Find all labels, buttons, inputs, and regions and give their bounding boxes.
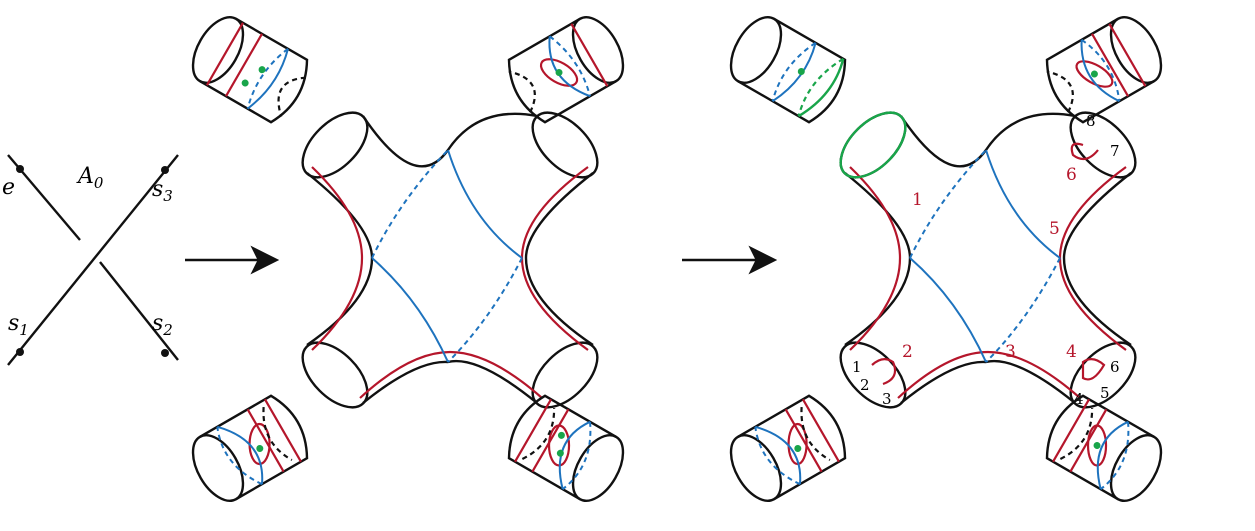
middle-cylinder-top-right: [499, 7, 635, 129]
endpoint-e-dot: [16, 165, 24, 173]
right-sphere: 1 2 3 4 5 6 1 2 3 4 5 6 7 8: [827, 99, 1149, 421]
right-cylinder-top-left: [719, 7, 855, 129]
boundary-number: 5: [1100, 384, 1110, 402]
boundary-number: 7: [1110, 142, 1120, 160]
crossing-diagram: A0 e s3 s1 s2: [2, 154, 179, 366]
strand-over: [7, 154, 179, 366]
puncture-dot: [258, 66, 266, 74]
red-label-2: 2: [902, 342, 913, 362]
puncture-dot: [1093, 442, 1101, 449]
endpoint-s3-dot: [161, 166, 169, 174]
puncture-dot: [241, 79, 249, 87]
red-label-4: 4: [1066, 342, 1077, 362]
endpoint-label-s1: s1: [8, 311, 29, 339]
red-label-1: 1: [912, 190, 923, 210]
boundary-number: 8: [1086, 112, 1096, 130]
puncture-dot: [797, 68, 805, 76]
puncture-dot: [557, 431, 565, 439]
right-cylinder-top-right: [1037, 7, 1173, 129]
puncture-dot: [794, 444, 802, 452]
middle-cylinder-bottom-right: [499, 389, 635, 511]
boundary-number: 1: [852, 358, 862, 376]
middle-cylinder-top-left: [181, 7, 317, 129]
endpoint-s2-dot: [161, 349, 169, 357]
boundary-number: 6: [1110, 358, 1120, 376]
endpoint-label-e: e: [2, 175, 15, 200]
endpoint-s1-dot: [16, 348, 24, 356]
middle-cylinder-bottom-left: [181, 389, 317, 511]
right-cylinder-bottom-left: [719, 389, 855, 511]
middle-sphere: [289, 99, 611, 421]
red-label-6: 6: [1066, 165, 1077, 185]
boundary-number: 2: [860, 376, 870, 394]
puncture-dot: [555, 69, 563, 76]
endpoint-label-s2: s2: [152, 311, 173, 339]
right-cylinder-bottom-right: [1037, 389, 1173, 511]
crossing-label: A0: [76, 164, 104, 192]
red-label-5: 5: [1049, 219, 1060, 239]
boundary-number: 3: [882, 390, 892, 408]
endpoint-label-s3: s3: [152, 177, 173, 205]
strand-lower-right: [99, 261, 179, 361]
puncture-dot: [256, 444, 264, 452]
puncture-dot: [556, 449, 564, 457]
red-label-3: 3: [1005, 342, 1016, 362]
puncture-dot: [1090, 70, 1098, 78]
